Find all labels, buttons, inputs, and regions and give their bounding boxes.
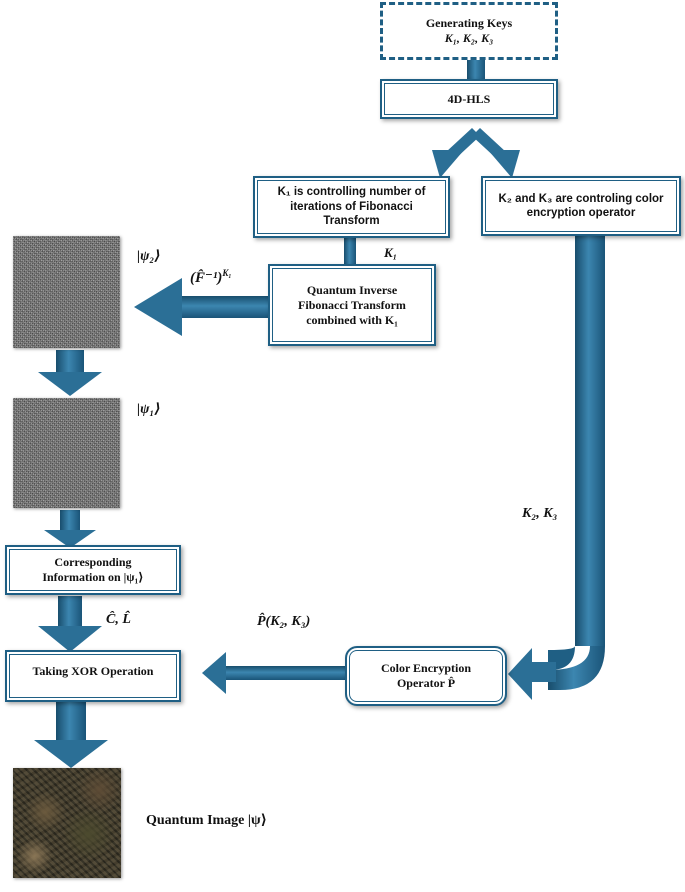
f-inverse-base: (F̂⁻¹) bbox=[190, 270, 223, 286]
p-k2k3-label: P̂(K₂, K₃) bbox=[257, 614, 311, 629]
inverse-fib-line2: Fibonacci Transform bbox=[298, 297, 406, 312]
arrow-k2k3-to-color bbox=[508, 236, 605, 700]
arrow-psi1-to-corresponding bbox=[44, 510, 96, 548]
psi1-label: |ψ₁⟩ bbox=[137, 402, 161, 417]
k2k3-control-line1: K₂ and K₃ are controling color bbox=[498, 192, 664, 205]
psi2-label: |ψ₂⟩ bbox=[137, 249, 161, 264]
corresponding-line1: Corresponding bbox=[54, 555, 132, 569]
generating-keys-title: Generating Keys bbox=[425, 16, 513, 30]
quantum-image-label: Quantum Image |ψ⟩ bbox=[146, 813, 268, 828]
k1-control-line2: iterations of Fibonacci bbox=[290, 200, 413, 213]
f-inverse-label: (F̂⁻¹)K₁ bbox=[190, 268, 232, 287]
corresponding-line2: Information on |ψ₁⟩ bbox=[42, 570, 144, 584]
k1-control-line3: Transform bbox=[323, 215, 380, 228]
arrow-color-to-xor bbox=[202, 652, 346, 694]
arrow-corresponding-to-xor bbox=[38, 596, 102, 652]
k2k3-label: K₂, K₃ bbox=[522, 506, 558, 521]
psi2-scrambled-image bbox=[13, 236, 120, 348]
inverse-fibonacci-box: Quantum Inverse Fibonacci Transform comb… bbox=[268, 264, 436, 346]
hls-label: 4D-HLS bbox=[447, 91, 491, 106]
k2k3-control-box: K₂ and K₃ are controling color encryptio… bbox=[481, 176, 681, 236]
inverse-fib-line3: combined with K₁ bbox=[306, 312, 398, 327]
color-enc-line2: Operator P̂ bbox=[396, 676, 456, 690]
split-arrow-left bbox=[432, 128, 480, 178]
generating-keys-box: Generating Keys K₁, K₂, K₃ bbox=[380, 2, 558, 60]
k1-control-line1: K₁ is controlling number of bbox=[277, 186, 426, 199]
color-enc-line1: Color Encryption bbox=[380, 661, 472, 675]
xor-box: Taking XOR Operation bbox=[5, 650, 181, 702]
arrow-xor-to-image bbox=[34, 702, 108, 768]
color-encryption-box: Color Encryption Operator P̂ bbox=[345, 646, 507, 706]
arrow-inverse-to-psi2 bbox=[134, 278, 270, 336]
arrow-psi2-to-psi1 bbox=[38, 350, 102, 396]
xor-label: Taking XOR Operation bbox=[32, 664, 154, 678]
k2k3-control-line2: encryption operator bbox=[526, 207, 636, 219]
split-arrow-right bbox=[472, 128, 520, 178]
hls-box: 4D-HLS bbox=[380, 79, 558, 119]
k1-control-box: K₁ is controlling number of iterations o… bbox=[253, 176, 450, 238]
f-inverse-exponent: K₁ bbox=[222, 268, 232, 278]
generating-keys-values: K₁, K₂, K₃ bbox=[444, 31, 494, 45]
c-l-label: Ĉ, L̂ bbox=[106, 612, 131, 627]
psi1-scrambled-image bbox=[13, 398, 120, 508]
connector-keys-hls bbox=[467, 60, 485, 80]
quantum-image-photo bbox=[13, 768, 121, 878]
connector-k1-inverse bbox=[344, 238, 356, 264]
k1-label: K₁ bbox=[384, 245, 398, 260]
corresponding-info-box: Corresponding Information on |ψ₁⟩ bbox=[5, 545, 181, 595]
inverse-fib-line1: Quantum Inverse bbox=[306, 282, 398, 297]
